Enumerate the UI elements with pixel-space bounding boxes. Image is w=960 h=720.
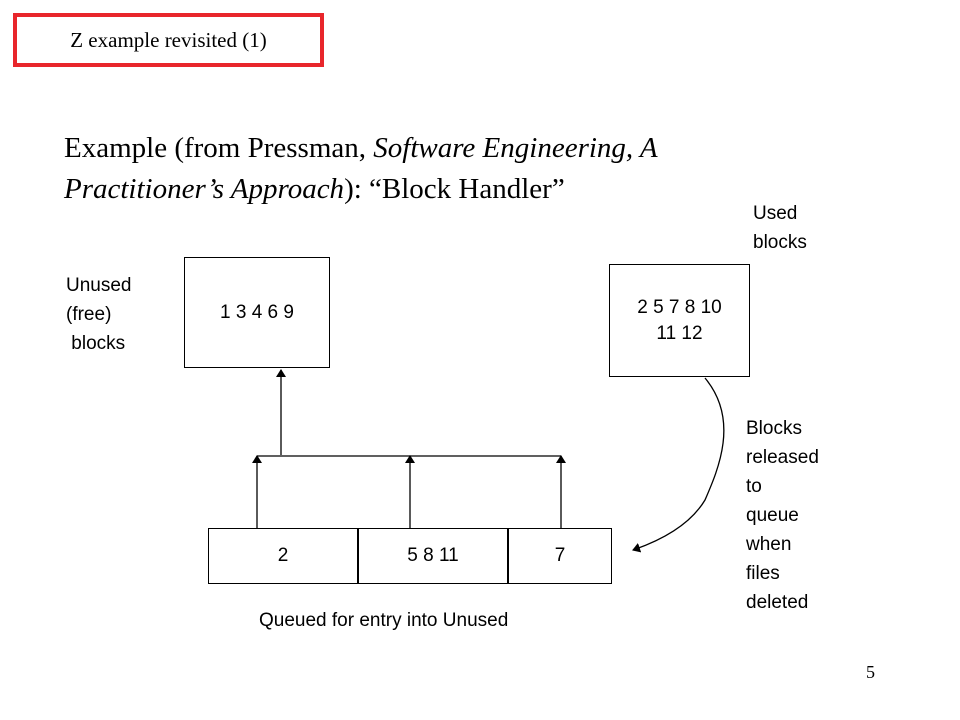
queue-caption: Queued for entry into Unused [259,610,509,631]
unused-blocks-box: 1 3 4 6 9 [184,257,330,368]
unused-blocks-label: Unused (free) blocks [66,275,132,354]
used-blocks-box: 2 5 7 8 10 11 12 [609,264,750,377]
slide-heading: Example (from Pressman, Software Enginee… [64,128,824,210]
slide-title: Z example revisited (1) [70,27,267,52]
queue-box-2: 5 8 11 [358,528,508,584]
heading-prefix: Example (from Pressman, [64,132,374,164]
queue-box-3: 7 [508,528,612,584]
queue-box-1: 2 [208,528,358,584]
page-number: 5 [866,662,875,682]
heading-suffix: ): “Block Handler” [344,173,565,205]
blocks-released-label: Blocks released to queue when files dele… [746,418,819,613]
release-curve-arrow [632,377,725,553]
used-blocks-label: Used blocks [753,203,807,253]
book-title: Software Engineering, A Practitioner’s A… [64,132,658,205]
slide-title-box: Z example revisited (1) [13,13,324,67]
